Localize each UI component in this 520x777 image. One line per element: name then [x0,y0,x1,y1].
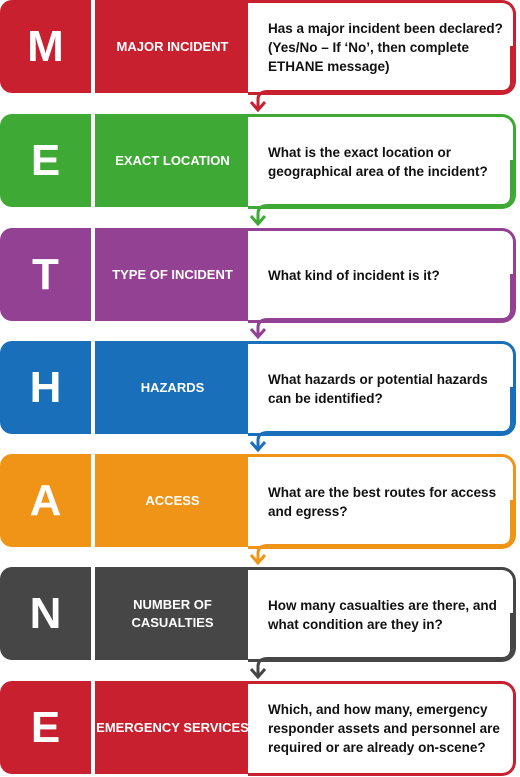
step-color-block: A ACCESS [0,454,250,547]
step-divider [91,567,95,660]
step-question: Has a major incident been declared? (Yes… [268,21,503,74]
step-letter: A [29,475,62,525]
step-row: N NUMBER OF CASUALTIES How many casualties… [0,567,520,662]
step-question: What are the best routes for access and … [268,484,497,519]
step-question-box: Which, and how many, emergency responder… [248,681,516,776]
step-letter: N [29,588,62,638]
step-question-box: What is the exact location or geographic… [248,114,516,209]
step-letter: E [30,135,61,185]
step-divider [91,681,95,774]
step-question-box: What hazards or potential hazards can be… [248,341,516,436]
step-divider [91,341,95,434]
step-label: MAJOR INCIDENT [116,38,229,54]
arrowhead-icon [249,668,267,680]
arrowhead-icon [249,328,267,340]
step-label: ACCESS [145,492,200,508]
step-color-block: H HAZARDS [0,341,250,434]
step-question-box: How many casualties are there, and what … [248,567,516,662]
step-question-box: What are the best routes for access and … [248,454,516,549]
step-row: H HAZARDS What hazards or potential hazard… [0,341,520,436]
step-label: EMERGENCY SERVICES [96,719,249,735]
arrowhead-icon [249,554,267,566]
step-question-box: Has a major incident been declared? (Yes… [248,0,516,95]
step-color-block: M MAJOR INCIDENT [0,0,250,93]
step-question-box: What kind of incident is it? [248,228,516,323]
step-label: NUMBER OF CASUALTIES [131,596,214,630]
step-color-block: E EMERGENCY SERVICES [0,681,250,774]
step-color-block: E EXACT LOCATION [0,114,250,207]
step-question: What kind of incident is it? [268,268,440,283]
step-question: What hazards or potential hazards can be… [268,371,488,406]
step-label: TYPE OF INCIDENT [112,266,233,282]
arrowhead-icon [249,101,267,113]
step-row: M MAJOR INCIDENT Has a major incident been… [0,0,520,95]
step-question: What is the exact location or geographic… [268,144,488,179]
step-divider [91,454,95,547]
step-divider [91,228,95,321]
step-question: How many casualties are there, and what … [268,597,497,632]
step-row: T TYPE OF INCIDENT What kind of incident i… [0,228,520,323]
step-color-block: T TYPE OF INCIDENT [0,228,250,321]
step-divider [91,114,95,207]
step-label: HAZARDS [140,379,205,395]
step-question: Which, and how many, emergency responder… [268,702,500,755]
arrowhead-icon [249,215,267,227]
arrowhead-icon [249,441,267,453]
step-letter: E [30,702,61,752]
step-letter: H [29,362,62,412]
step-letter: T [32,249,59,299]
step-label: EXACT LOCATION [115,152,230,168]
step-divider [91,0,95,93]
step-row: E EMERGENCY SERVICES Which, and how many, … [0,681,520,776]
step-row: E EXACT LOCATION What is the exact locatio… [0,114,520,209]
step-color-block: N NUMBER OF CASUALTIES [0,567,250,660]
step-letter: M [27,21,64,71]
step-row: A ACCESS What are the best routes for acce… [0,454,520,549]
